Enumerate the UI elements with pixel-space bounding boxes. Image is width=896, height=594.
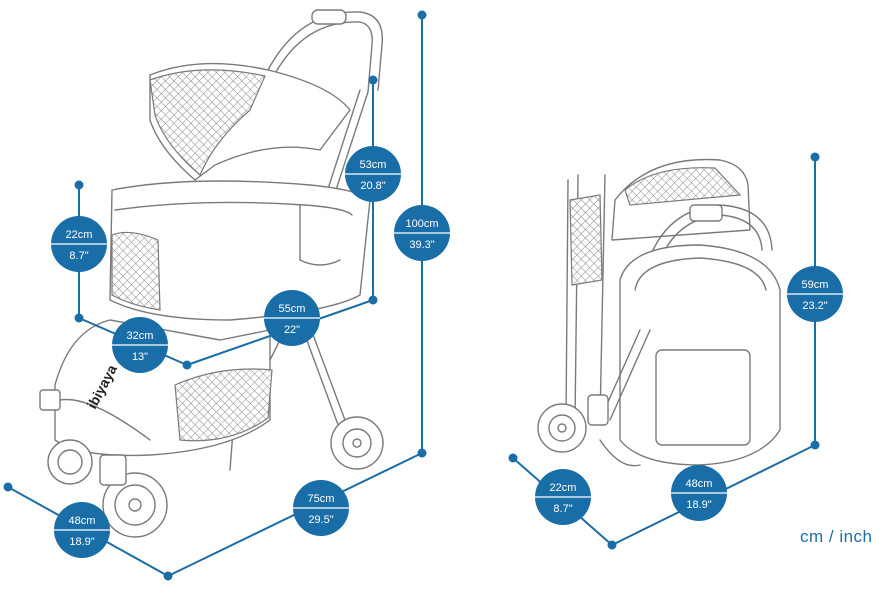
basket-mesh — [174, 368, 273, 442]
svg-text:48cm: 48cm — [686, 478, 713, 490]
svg-text:22cm: 22cm — [66, 229, 93, 241]
dim-label-folded-height: 59cm 23.2" — [787, 266, 843, 322]
dim-label-cabin-length: 55cm 22" — [264, 290, 320, 346]
dim-label-cabin-width: 32cm 13" — [112, 317, 168, 373]
unit-legend: cm / inch — [800, 527, 873, 546]
dim-label-base-length: 75cm 29.5" — [293, 480, 349, 536]
svg-text:75cm: 75cm — [308, 493, 335, 505]
svg-text:59cm: 59cm — [802, 279, 829, 291]
svg-text:13": 13" — [132, 351, 148, 363]
svg-text:18.9": 18.9" — [69, 536, 94, 548]
svg-text:20.8": 20.8" — [360, 180, 385, 192]
svg-text:39.3": 39.3" — [409, 239, 434, 251]
svg-text:8.7": 8.7" — [69, 250, 88, 262]
dim-label-base-width: 48cm 18.9" — [54, 502, 110, 558]
svg-text:29.5": 29.5" — [308, 514, 333, 526]
cabin-mesh-window — [111, 231, 161, 311]
dim-label-canopy-height: 53cm 20.8" — [345, 146, 401, 202]
unfolded-stroller-drawing: ibiyaya — [39, 9, 384, 538]
folded-stroller-drawing — [537, 158, 781, 467]
svg-text:48cm: 48cm — [69, 515, 96, 527]
dim-label-folded-depth: 22cm 8.7" — [535, 469, 591, 525]
folded-back-pocket — [655, 349, 751, 446]
svg-text:32cm: 32cm — [127, 330, 154, 342]
svg-text:55cm: 55cm — [279, 303, 306, 315]
dim-label-folded-width: 48cm 18.9" — [671, 465, 727, 521]
svg-text:22": 22" — [284, 324, 300, 336]
svg-text:23.2": 23.2" — [802, 300, 827, 312]
dim-label-height-unfolded: 100cm 39.3" — [394, 205, 450, 261]
canopy-mesh — [149, 69, 266, 176]
svg-text:100cm: 100cm — [405, 218, 438, 230]
folded-canopy-mesh — [624, 167, 742, 206]
svg-text:53cm: 53cm — [360, 159, 387, 171]
svg-text:22cm: 22cm — [550, 482, 577, 494]
dim-label-cabin-height: 22cm 8.7" — [51, 216, 107, 272]
svg-text:18.9": 18.9" — [686, 499, 711, 511]
svg-text:8.7": 8.7" — [553, 503, 572, 515]
handle-grip — [311, 9, 347, 25]
